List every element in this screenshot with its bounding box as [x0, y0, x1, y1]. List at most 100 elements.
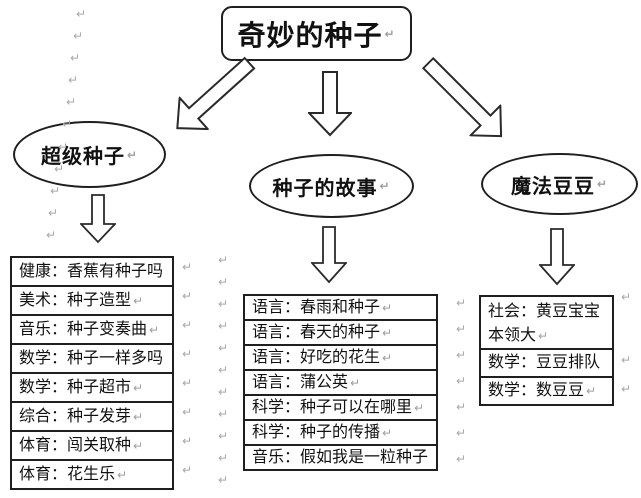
- arrow-title-to-super-seeds: [161, 46, 265, 146]
- list-item-text: 体育：闯关取种: [19, 437, 132, 454]
- return-mark-icon: ↵: [182, 260, 193, 274]
- return-mark-icon: ↵: [456, 322, 467, 336]
- return-mark-icon: ↵: [133, 410, 144, 424]
- branch-node-super-seeds: 超级种子↵: [13, 121, 166, 188]
- list-item-text: 音乐：种子变奏曲: [19, 321, 148, 338]
- list-item: 语言：蒲公英↵: [245, 371, 436, 396]
- return-mark-icon: ↵: [68, 73, 79, 87]
- list-item: 体育：花生乐↵: [12, 461, 172, 488]
- list-item: 体育：闯关取种↵: [12, 432, 172, 461]
- return-mark-icon: ↵: [596, 177, 609, 191]
- list-item: 数学：豆豆排队↵: [481, 350, 612, 378]
- block-arrow-icon: [176, 56, 256, 131]
- return-mark-icon: ↵: [382, 301, 393, 315]
- block-arrow-icon: [421, 56, 503, 138]
- return-mark-icon: ↵: [218, 429, 229, 443]
- return-mark-icon: ↵: [117, 468, 128, 482]
- list-item-text: 综合：种子发芽: [19, 408, 132, 425]
- return-mark-icon: ↵: [48, 206, 59, 220]
- return-mark-icon: ↵: [182, 347, 193, 361]
- return-mark-icon: ↵: [538, 329, 549, 343]
- arrow-magic-beans-to-list: [539, 228, 575, 286]
- branch-node-seed-story: 种子的故事↵: [249, 154, 414, 218]
- block-arrow-icon: [308, 71, 352, 137]
- return-mark-icon: ↵: [70, 51, 81, 65]
- return-mark-icon: ↵: [218, 275, 229, 289]
- return-mark-icon: ↵: [218, 341, 229, 355]
- list-item: 数学：种子超市↵: [12, 374, 172, 403]
- list-item: 数学：数豆豆↵: [481, 378, 612, 404]
- list-item: 美术：种子造型↵: [12, 287, 172, 316]
- list-item: 音乐：种子变奏曲↵: [12, 316, 172, 345]
- return-mark-icon: ↵: [133, 294, 144, 308]
- return-mark-icon: ↵: [621, 382, 632, 396]
- arrow-super-seeds-to-list: [80, 194, 116, 244]
- return-mark-icon: ↵: [126, 147, 139, 162]
- return-mark-icon: ↵: [384, 26, 396, 41]
- list-item-text: 科学：种子的传播: [252, 424, 381, 441]
- list-item-text: 音乐：假如我是一粒种子: [252, 449, 429, 466]
- list-item-text: 体育：花生乐: [19, 466, 116, 483]
- list-item: 数学：种子一样多吗↵: [12, 345, 172, 374]
- return-mark-icon: ↵: [456, 400, 467, 414]
- return-mark-icon: ↵: [66, 95, 77, 109]
- list-item-text: 语言：春雨和种子: [252, 299, 381, 316]
- return-mark-icon: ↵: [218, 253, 229, 267]
- list-item-text: 数学：种子超市: [19, 379, 132, 396]
- return-mark-icon: ↵: [218, 451, 229, 465]
- branch-node-magic-beans: 魔法豆豆↵: [481, 153, 638, 215]
- branch-label: 超级种子: [40, 146, 125, 168]
- arrow-title-to-magic-beans: [412, 47, 518, 153]
- return-mark-icon: ↵: [379, 179, 391, 193]
- return-mark-icon: ↵: [350, 376, 361, 390]
- list-item: 社会：黄豆宝宝本领大↵: [481, 297, 612, 350]
- return-mark-icon: ↵: [218, 473, 229, 487]
- return-mark-icon: ↵: [133, 381, 144, 395]
- return-mark-icon: ↵: [182, 289, 193, 303]
- page-title: 奇妙的种子: [237, 20, 383, 52]
- return-mark-icon: ↵: [456, 348, 467, 362]
- list-item: 音乐：假如我是一粒种子↵: [245, 446, 436, 469]
- return-mark-icon: ↵: [62, 117, 73, 131]
- return-mark-icon: ↵: [218, 297, 229, 311]
- return-mark-icon: ↵: [621, 353, 632, 367]
- return-mark-icon: ↵: [218, 363, 229, 377]
- list-item: 科学：种子可以在哪里↵: [245, 396, 436, 421]
- return-mark-icon: ↵: [182, 434, 193, 448]
- return-mark-icon: ↵: [218, 407, 229, 421]
- return-mark-icon: ↵: [456, 296, 467, 310]
- list-item: 语言：好吃的花生↵: [245, 346, 436, 371]
- activity-list-super-seeds: 健康：香蕉有种子吗↵美术：种子造型↵音乐：种子变奏曲↵数学：种子一样多吗↵数学：…: [10, 256, 174, 490]
- list-item-text: 健康：香蕉有种子吗: [19, 263, 164, 280]
- list-item: 语言：春天的种子↵: [245, 321, 436, 346]
- return-mark-icon: ↵: [456, 426, 467, 440]
- return-mark-icon: ↵: [621, 290, 632, 304]
- return-mark-icon: ↵: [414, 401, 425, 415]
- activity-list-magic-beans: 社会：黄豆宝宝本领大↵数学：豆豆排队↵数学：数豆豆↵: [479, 295, 614, 406]
- return-mark-icon: ↵: [218, 385, 229, 399]
- branch-label: 魔法豆豆: [510, 175, 595, 198]
- return-mark-icon: ↵: [382, 426, 393, 440]
- arrow-title-to-seed-story: [308, 71, 352, 137]
- return-mark-icon: ↵: [76, 7, 87, 21]
- list-item: 综合：种子发芽↵: [12, 403, 172, 432]
- return-mark-icon: ↵: [456, 452, 467, 466]
- list-item: 科学：种子的传播↵: [245, 421, 436, 446]
- return-mark-icon: ↵: [133, 439, 144, 453]
- branch-label: 种子的故事: [272, 177, 378, 200]
- list-item-text: 语言：蒲公英: [252, 374, 349, 391]
- return-mark-icon: ↵: [149, 323, 160, 337]
- list-item-text: 数学：豆豆排队: [488, 354, 601, 371]
- return-mark-icon: ↵: [73, 29, 84, 43]
- return-mark-icon: ↵: [182, 376, 193, 390]
- list-item-text: 数学：数豆豆: [488, 382, 585, 399]
- list-item-text: 语言：好吃的花生: [252, 349, 381, 366]
- return-mark-icon: ↵: [58, 140, 69, 154]
- block-arrow-icon: [539, 228, 575, 286]
- activity-list-seed-story: 语言：春雨和种子↵语言：春天的种子↵语言：好吃的花生↵语言：蒲公英↵科学：种子可…: [243, 294, 438, 471]
- list-item-text: 美术：种子造型: [19, 292, 132, 309]
- return-mark-icon: ↵: [182, 318, 193, 332]
- list-item-text: 社会：黄豆宝宝本领大: [488, 303, 601, 344]
- return-mark-icon: ↵: [182, 463, 193, 477]
